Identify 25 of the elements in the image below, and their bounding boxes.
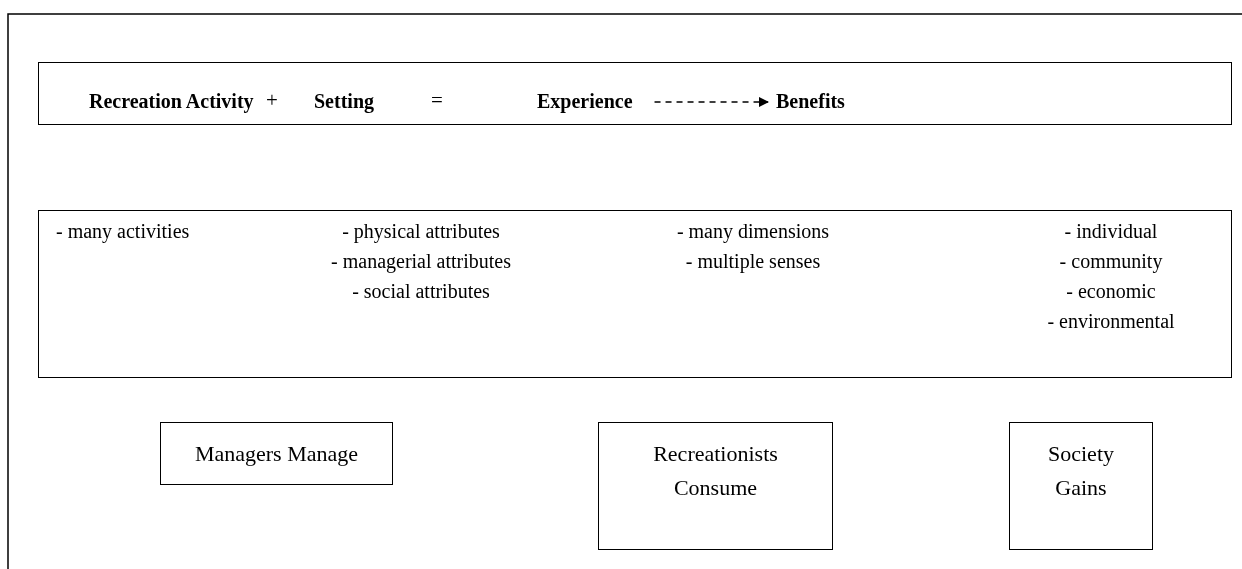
- term-label: Recreation Activity: [89, 87, 254, 115]
- term-label: Setting: [314, 87, 374, 115]
- list-item: - economic: [1066, 279, 1156, 304]
- label-box: [160, 422, 393, 485]
- list-item: - community: [1059, 249, 1163, 275]
- box-label: Society Gains: [1047, 440, 1115, 502]
- arrow: [653, 96, 770, 108]
- list-item: - many activities: [56, 219, 190, 245]
- list-item: - many dimensions: [676, 219, 830, 245]
- list-item: - environmental: [1047, 309, 1175, 334]
- equation-box: [38, 62, 1232, 125]
- list-item: - physical attributes: [342, 219, 500, 245]
- term-label: Experience: [537, 87, 633, 115]
- box-label: Recreationists Consume: [652, 440, 779, 502]
- operator-sign: =: [431, 87, 443, 114]
- attributes-box: [38, 210, 1232, 378]
- list-item: - individual: [1064, 219, 1158, 244]
- term-label: Benefits: [776, 87, 845, 115]
- label-box: [1009, 422, 1153, 550]
- box-label: Managers Manage: [193, 440, 360, 468]
- label-box: [598, 422, 833, 550]
- operator-sign: +: [266, 87, 278, 114]
- list-item: - managerial attributes: [331, 249, 511, 275]
- list-item: - multiple senses: [685, 249, 821, 275]
- list-item: - social attributes: [352, 279, 490, 304]
